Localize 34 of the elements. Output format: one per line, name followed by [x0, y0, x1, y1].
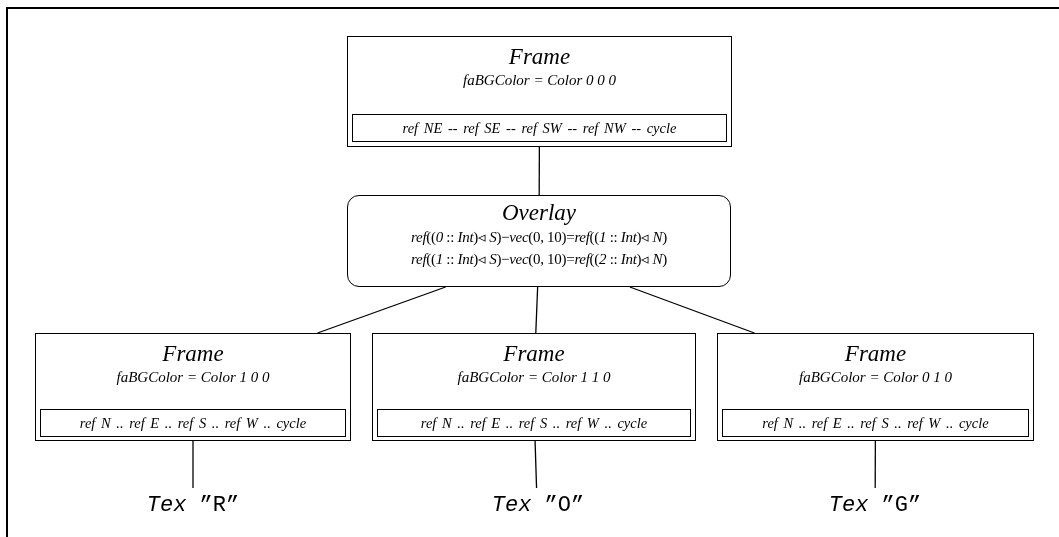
frame-box — [717, 333, 1034, 441]
formula-text: ref((1 :: Int)◃ S)−vec(0, 10)=ref((2 :: Int)◃ N) — [411, 250, 667, 269]
node-title: Frame — [503, 340, 565, 367]
connector-line — [192, 440, 194, 489]
connector-line — [629, 286, 755, 334]
connector-line — [874, 440, 876, 489]
connector-line — [316, 286, 447, 334]
connector-line — [535, 286, 539, 334]
frame-box — [35, 333, 351, 441]
connector-line — [534, 440, 538, 489]
attribute-text: faBGColor = Color 1 0 0 — [116, 368, 270, 387]
node-title: Overlay — [501, 199, 577, 226]
node-title: Frame — [162, 340, 224, 367]
path-box — [40, 409, 346, 437]
tex-label: Tex ”G” — [828, 492, 922, 518]
overlay-box — [347, 195, 731, 287]
path-expression: ref NE -- ref SE -- ref SW -- ref NW -- cycle — [402, 119, 677, 137]
tex-label: Tex ”O” — [491, 492, 585, 518]
path-box — [722, 409, 1029, 437]
frame-box — [372, 333, 696, 441]
frame-box — [347, 36, 732, 147]
node-title: Frame — [508, 43, 571, 70]
attribute-text: faBGColor = Color 1 1 0 — [457, 368, 611, 387]
path-expression: ref N .. ref E .. ref S .. ref W .. cycle — [420, 414, 648, 432]
node-title: Frame — [844, 340, 907, 367]
formula-text: ref((0 :: Int)◃ S)−vec(0, 10)=ref((1 :: Int)◃ N) — [411, 228, 667, 247]
path-expression: ref N .. ref E .. ref S .. ref W .. cycle — [762, 414, 989, 432]
path-box — [377, 409, 691, 437]
attribute-text: faBGColor = Color 0 0 0 — [462, 71, 617, 90]
path-box — [352, 114, 727, 142]
path-expression: ref N .. ref E .. ref S .. ref W .. cycle — [79, 414, 307, 432]
connector-line — [538, 146, 540, 196]
attribute-text: faBGColor = Color 0 1 0 — [798, 368, 953, 387]
tex-label: Tex ”R” — [146, 492, 240, 518]
